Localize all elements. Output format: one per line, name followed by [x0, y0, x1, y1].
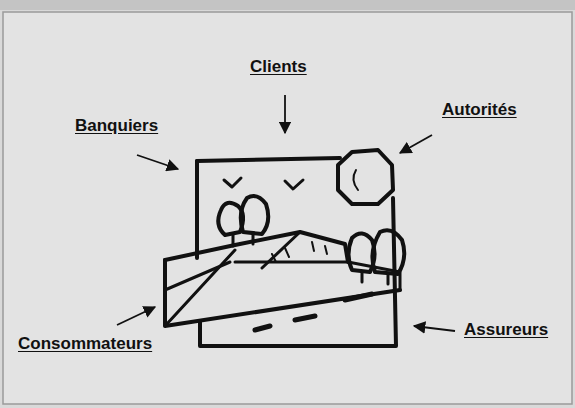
bird-symbol — [285, 180, 303, 189]
stakeholder-label: Assureurs — [464, 320, 548, 340]
top-strip — [0, 0, 575, 10]
frame-edge — [197, 158, 340, 161]
bird-symbol — [224, 178, 241, 187]
frame-edge — [200, 198, 396, 346]
field-hatch — [272, 242, 327, 262]
stakeholder-label: Banquiers — [75, 116, 158, 136]
tree-trunk — [362, 272, 388, 284]
leader-arrow — [117, 307, 155, 325]
stakeholder-label: Consommateurs — [18, 334, 152, 354]
frame-edge — [195, 161, 199, 258]
sun-detail — [353, 170, 358, 190]
road-marking — [255, 294, 372, 330]
hill-line — [165, 232, 348, 262]
field-line — [165, 262, 230, 290]
panel-background — [3, 12, 572, 404]
leader-arrow — [137, 155, 178, 169]
leader-arrow — [400, 135, 432, 153]
leader-arrow — [284, 95, 286, 133]
field-line — [165, 250, 235, 326]
leader-arrows — [117, 95, 455, 331]
tree-symbol — [241, 196, 269, 234]
stakeholder-label: Autorités — [442, 100, 517, 120]
tree-symbol — [372, 230, 404, 274]
leader-arrow — [414, 326, 455, 331]
sketch — [165, 150, 404, 346]
stakeholder-label: Clients — [250, 57, 307, 77]
sun-symbol — [338, 150, 393, 204]
